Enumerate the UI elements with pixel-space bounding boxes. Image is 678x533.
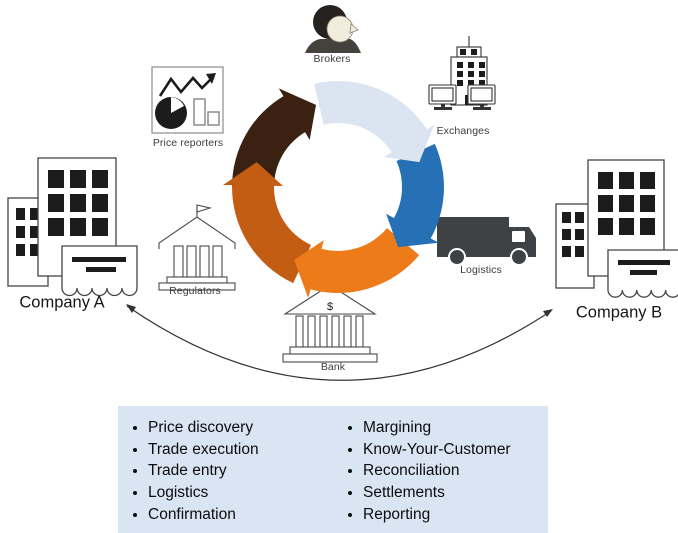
brokers-label: Brokers — [313, 53, 351, 65]
price-reporters-icon — [151, 66, 224, 134]
logistics-truck-icon — [437, 217, 536, 266]
lifecycle-cycle — [223, 80, 444, 299]
company-b-icon — [555, 159, 678, 298]
process-item: Logistics — [148, 482, 333, 504]
computer-icon — [428, 84, 457, 110]
process-list-right: MarginingKnow-Your-CustomerReconciliatio… — [333, 417, 548, 526]
process-item: Margining — [363, 417, 548, 439]
process-list-left: Price discoveryTrade executionTrade entr… — [118, 417, 333, 526]
companies-settlement-arrow — [126, 304, 553, 381]
cycle-arrow-bottom-left — [223, 162, 311, 284]
price-reporters-label: Price reporters — [152, 137, 224, 149]
cycle-arrow-left — [232, 88, 316, 187]
company-b-label: Company B — [575, 303, 663, 322]
exchanges-icon — [428, 36, 496, 110]
process-item: Trade execution — [148, 439, 333, 461]
bank-label: Bank — [320, 361, 346, 373]
company-a-icon — [7, 157, 138, 297]
flag-icon — [196, 204, 213, 213]
arrowhead-right — [543, 309, 553, 317]
cycle-arrow-top — [314, 80, 435, 163]
process-item: Reconciliation — [363, 460, 548, 482]
company-a-label: Company A — [19, 293, 105, 312]
bank-icon: $ — [282, 284, 378, 363]
dollar-sign: $ — [327, 301, 333, 313]
cycle-arrow-right — [386, 143, 444, 248]
computer-icon — [467, 84, 496, 110]
arrowhead-left — [126, 304, 136, 313]
process-item: Price discovery — [148, 417, 333, 439]
exchanges-label: Exchanges — [436, 125, 490, 137]
cycle-bank-tip — [327, 267, 337, 292]
process-item: Reporting — [363, 504, 548, 526]
regulators-label: Regulators — [169, 285, 221, 297]
brokers-person-icon — [305, 5, 361, 53]
logistics-label: Logistics — [460, 264, 502, 276]
process-box: Price discoveryTrade executionTrade entr… — [118, 406, 548, 533]
process-item: Settlements — [363, 482, 548, 504]
process-item: Trade entry — [148, 460, 333, 482]
cycle-arrow-bottom — [294, 228, 420, 299]
process-item: Confirmation — [148, 504, 333, 526]
process-item: Know-Your-Customer — [363, 439, 548, 461]
regulators-icon — [158, 204, 236, 291]
